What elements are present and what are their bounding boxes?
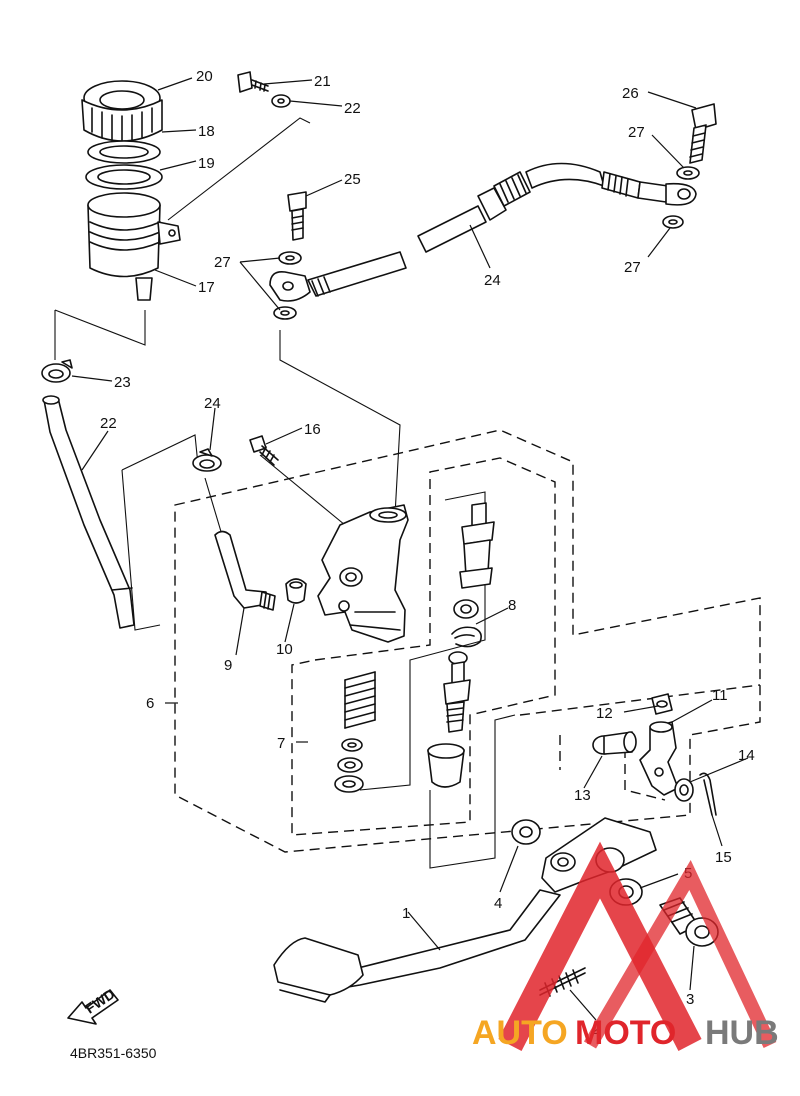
- callout-4: 4: [494, 895, 502, 912]
- washer-27-right-upper: [676, 166, 700, 180]
- callout-11: 11: [712, 687, 728, 704]
- spring-cup: [341, 738, 363, 752]
- callout-1: 1: [402, 905, 410, 922]
- washer-8: [453, 599, 479, 619]
- screw-21: [237, 71, 269, 93]
- cotter-pin: [699, 772, 717, 816]
- diaphragm: [85, 164, 163, 190]
- piston-cup: [334, 775, 364, 793]
- callout-27-right-lower: 27: [624, 259, 641, 276]
- clevis: [639, 721, 679, 796]
- hose-clip-upper: [41, 359, 73, 383]
- assembly-outline-6: [174, 429, 761, 853]
- master-cylinder-body: [317, 504, 409, 643]
- cap-plate: [87, 140, 161, 164]
- callout-27-left: 27: [214, 254, 231, 271]
- callout-17: 17: [198, 279, 215, 296]
- leader-lines: [71, 77, 749, 1021]
- pin: [592, 731, 637, 755]
- union-bolt-26-left: [287, 191, 307, 241]
- callout-13: 13: [574, 787, 591, 804]
- callout-27-right-upper: 27: [628, 124, 645, 141]
- hose-clip-lower: [192, 448, 222, 472]
- watermark-hub: HUB: [705, 1014, 779, 1052]
- washer-14: [674, 778, 694, 802]
- watermark-logo: AUTO MOTO HUB: [472, 841, 779, 1052]
- watermark-moto: MOTO: [575, 1014, 676, 1052]
- callout-26-left: 25: [344, 171, 361, 188]
- assembly-outline-inner: [359, 491, 486, 791]
- push-rod-upper: [459, 502, 495, 589]
- assembly-outline-7: [291, 457, 556, 836]
- callout-14: 14: [738, 747, 755, 764]
- washer-22: [271, 94, 291, 108]
- callout-3: 3: [686, 991, 694, 1008]
- callout-6: 6: [146, 695, 154, 712]
- callout-labels: 20 18 19 17 21 22 25 27 24 26 27 27 23 2…: [100, 68, 755, 1038]
- callout-12: 12: [596, 705, 613, 722]
- piston-seal: [337, 757, 363, 773]
- callout-26-right: 26: [622, 85, 639, 102]
- washer-4: [511, 819, 541, 845]
- callout-15: 15: [715, 849, 732, 866]
- washer-27-left-lower: [273, 306, 297, 320]
- grommet: [285, 578, 307, 604]
- callout-16: 16: [304, 421, 321, 438]
- fwd-arrow: FWD: [67, 986, 119, 1025]
- circlip: [451, 626, 482, 648]
- inlet-joint: [214, 530, 276, 611]
- callout-20: 20: [196, 68, 213, 85]
- reservoir-cap: [81, 80, 163, 142]
- callout-23: 22: [100, 415, 117, 432]
- spring: [344, 671, 376, 729]
- reservoir-tank: [87, 192, 181, 301]
- nut: [651, 693, 673, 715]
- callout-10: 10: [276, 641, 293, 658]
- watermark-auto: AUTO: [472, 1014, 568, 1052]
- washer-27-right-lower: [662, 215, 684, 229]
- washer-27-left-upper: [278, 251, 302, 265]
- callout-18: 18: [198, 123, 215, 140]
- bolt-16: [249, 435, 279, 466]
- brake-hose: [269, 162, 697, 302]
- callout-24-upper: 23: [114, 374, 131, 391]
- callout-7: 7: [277, 735, 285, 752]
- push-rod-lower: [443, 651, 471, 733]
- reservoir-hose: [42, 395, 135, 629]
- boot: [427, 743, 465, 788]
- diagram-code: 4BR351-6350: [70, 1045, 157, 1061]
- callout-22: 22: [344, 100, 361, 117]
- callout-24-lower: 24: [204, 395, 221, 412]
- callout-21: 21: [314, 73, 331, 90]
- callout-9: 9: [224, 657, 232, 674]
- callout-19: 19: [198, 155, 215, 172]
- union-bolt-26-right: [689, 103, 717, 164]
- callout-8: 8: [508, 597, 516, 614]
- callout-25: 24: [484, 272, 501, 289]
